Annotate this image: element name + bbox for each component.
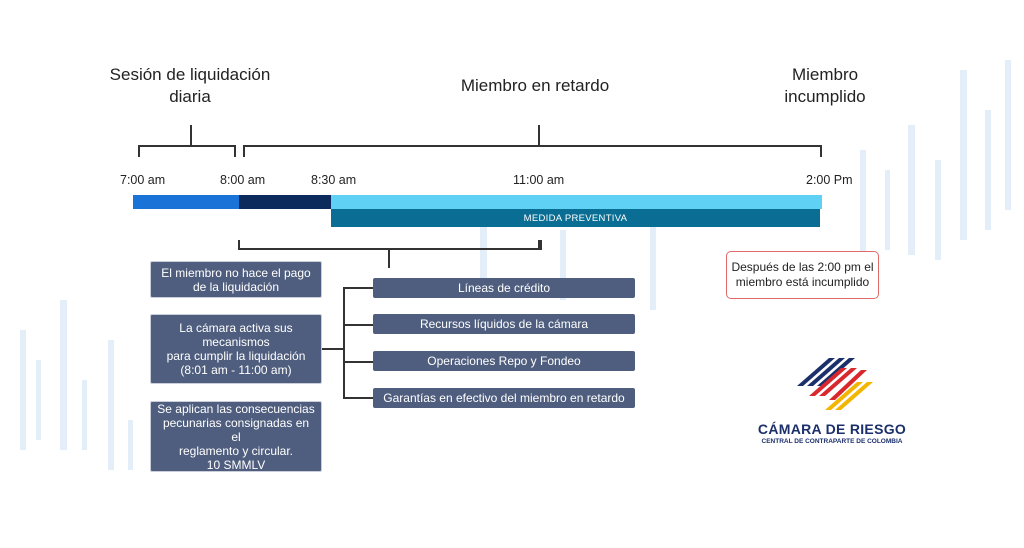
bracket-lower-left	[238, 240, 240, 250]
camara-de-riesgo-logo-icon	[797, 358, 873, 410]
logo-name: CÁMARA DE RIESGO	[757, 421, 907, 437]
box-chamber-activates: La cámara activa sus mecanismos para cum…	[150, 314, 322, 384]
box-no-payment: El miembro no hace el pago de la liquida…	[150, 261, 322, 298]
timeline-segment-7-8	[133, 195, 239, 209]
bracket-late	[243, 145, 822, 157]
bracket-daily-stem	[190, 125, 192, 145]
mechanism-cash-guarantees: Garantías en efectivo del miembro en ret…	[373, 388, 635, 408]
phase-daily-settlement: Sesión de liquidación diaria	[109, 65, 271, 106]
box-consequences: Se aplican las consecuencias pecunarias …	[150, 401, 322, 472]
connector-horizontal	[322, 348, 344, 350]
timeline-segment-830-14	[331, 195, 822, 209]
default-note: Después de las 2:00 pm el miembro está i…	[726, 251, 879, 299]
preventive-measure-bar: MEDIDA PREVENTIVA	[331, 209, 820, 227]
connector-branch	[343, 361, 373, 363]
connector-branch	[343, 324, 373, 326]
time-label: 8:30 am	[311, 173, 357, 187]
bracket-daily	[138, 145, 236, 157]
mechanism-liquid-resources: Recursos líquidos de la cámara	[373, 314, 635, 334]
connector-branch	[343, 287, 373, 289]
bracket-lower-right	[538, 240, 540, 250]
mechanism-repo-operations: Operaciones Repo y Fondeo	[373, 351, 635, 371]
connector-branch	[343, 397, 373, 399]
time-label: 8:00 am	[220, 173, 266, 187]
bracket-lower-stem	[388, 248, 390, 268]
time-label: 7:00 am	[120, 173, 166, 187]
connector-vertical	[343, 287, 345, 399]
timeline-segment-8-830	[239, 195, 331, 209]
bracket-late-stem	[538, 125, 540, 145]
phase-default-member: Miembro incumplido	[784, 65, 866, 106]
time-label: 11:00 am	[513, 173, 565, 187]
mechanism-credit-lines: Líneas de crédito	[373, 278, 635, 298]
phase-late-member: Miembro en retardo	[460, 76, 610, 95]
bracket-lower	[238, 240, 542, 250]
logo-tagline: CENTRAL DE CONTRAPARTE DE COLOMBIA	[761, 438, 903, 445]
time-label: 2:00 Pm	[806, 173, 853, 187]
